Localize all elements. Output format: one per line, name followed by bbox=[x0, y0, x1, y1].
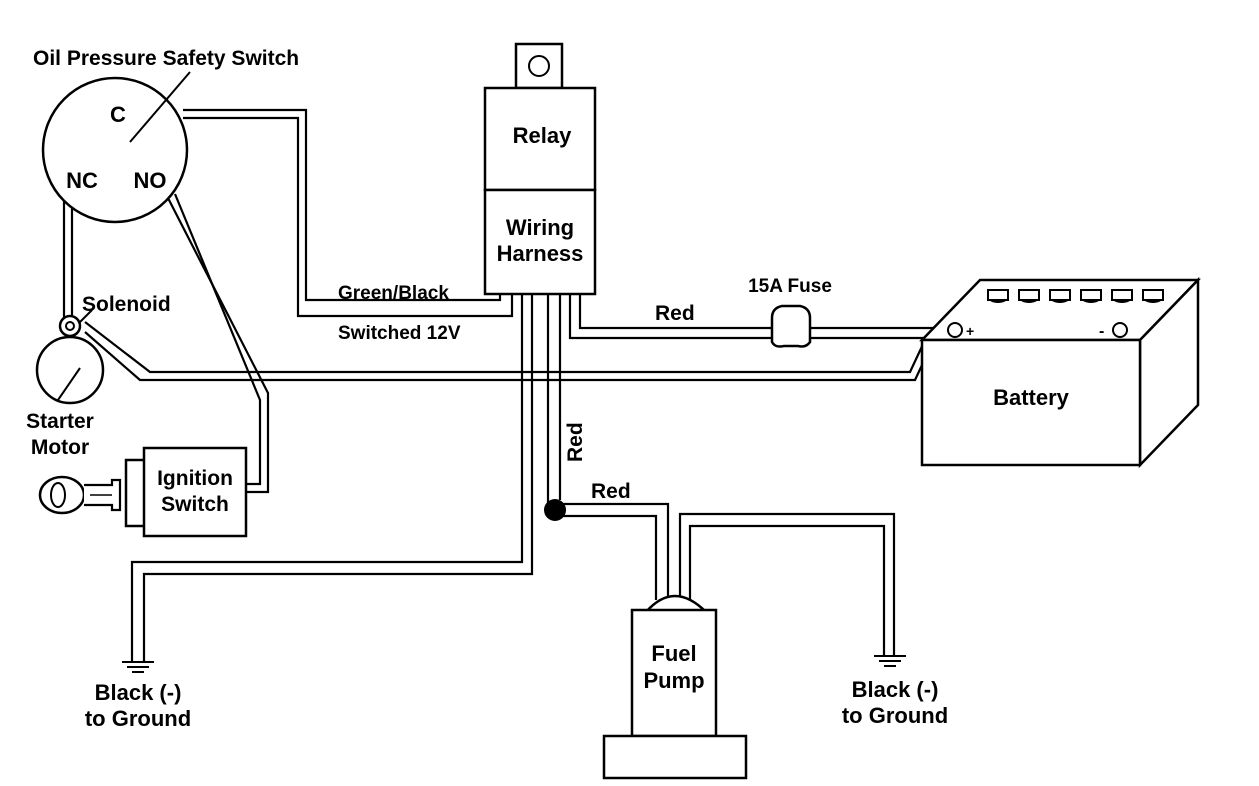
oil-switch-terminal-no: NO bbox=[134, 168, 167, 193]
ground-right-label-line2: to Ground bbox=[842, 703, 948, 728]
wiring-harness: Wiring Harness bbox=[483, 188, 597, 296]
battery-label: Battery bbox=[993, 385, 1070, 410]
ground-icon-left bbox=[122, 661, 154, 673]
solenoid-label: Solenoid bbox=[82, 293, 171, 316]
battery-positive-terminal bbox=[947, 322, 963, 338]
battery-negative-terminal bbox=[1112, 322, 1128, 338]
splice-dot bbox=[544, 499, 566, 521]
battery: + - Battery bbox=[919, 276, 1201, 469]
ground-left-label-line2: to Ground bbox=[85, 706, 191, 731]
wire-harness-to-left-ground bbox=[130, 292, 534, 662]
starter-motor bbox=[35, 335, 105, 405]
battery-plus-sign: + bbox=[966, 323, 974, 339]
fuel-pump-label-line2: Pump bbox=[643, 668, 704, 693]
wire-red-to-fuel-pump bbox=[560, 502, 670, 600]
relay-label: Relay bbox=[513, 123, 572, 148]
ignition-switch: Ignition Switch bbox=[124, 446, 248, 538]
wire-label-red-vertical: Red bbox=[564, 422, 587, 462]
fuse-15a bbox=[770, 304, 812, 348]
wire-solenoid-to-battery bbox=[84, 321, 945, 382]
wire-label-green-black: Green/Black bbox=[338, 283, 449, 304]
ignition-label-line1: Ignition bbox=[157, 467, 233, 490]
ground-left-label-line1: Black (-) bbox=[95, 680, 182, 705]
wire-oil-no-to-ignition bbox=[167, 193, 270, 494]
battery-minus-sign: - bbox=[1099, 323, 1104, 340]
wire-harness-red-to-battery bbox=[568, 292, 945, 340]
oil-switch-terminal-nc: NC bbox=[66, 168, 98, 193]
harness-label-line1: Wiring bbox=[506, 215, 574, 240]
starter-label-line1: Starter bbox=[26, 410, 94, 433]
key-icon bbox=[38, 475, 122, 515]
fuse-label: 15A Fuse bbox=[748, 276, 832, 297]
wire-label-switched-12v: Switched 12V bbox=[338, 323, 461, 344]
wire-harness-red-down bbox=[546, 292, 562, 512]
ground-icon-right bbox=[874, 655, 906, 667]
fuel-pump: Fuel Pump bbox=[602, 594, 748, 780]
harness-label-line2: Harness bbox=[497, 241, 584, 266]
solenoid bbox=[58, 309, 93, 338]
starter-label-line2: Motor bbox=[31, 436, 89, 459]
wire-label-red-top: Red bbox=[655, 302, 695, 325]
oil-pressure-safety-switch: C NC NO bbox=[41, 71, 191, 224]
wire-fuel-pump-to-right-ground bbox=[678, 512, 896, 656]
wire-label-red-pump: Red bbox=[591, 480, 631, 503]
fuel-pump-label-line1: Fuel bbox=[651, 641, 696, 666]
oil-switch-terminal-c: C bbox=[110, 102, 126, 127]
battery-cell-caps bbox=[987, 289, 1164, 303]
oil-switch-title: Oil Pressure Safety Switch bbox=[33, 47, 299, 70]
ignition-label-line2: Switch bbox=[161, 493, 229, 516]
wire-oil-nc-to-solenoid bbox=[62, 196, 74, 322]
ground-right-label-line1: Black (-) bbox=[852, 677, 939, 702]
wire-green-black bbox=[183, 108, 514, 318]
relay: Relay bbox=[483, 42, 597, 192]
